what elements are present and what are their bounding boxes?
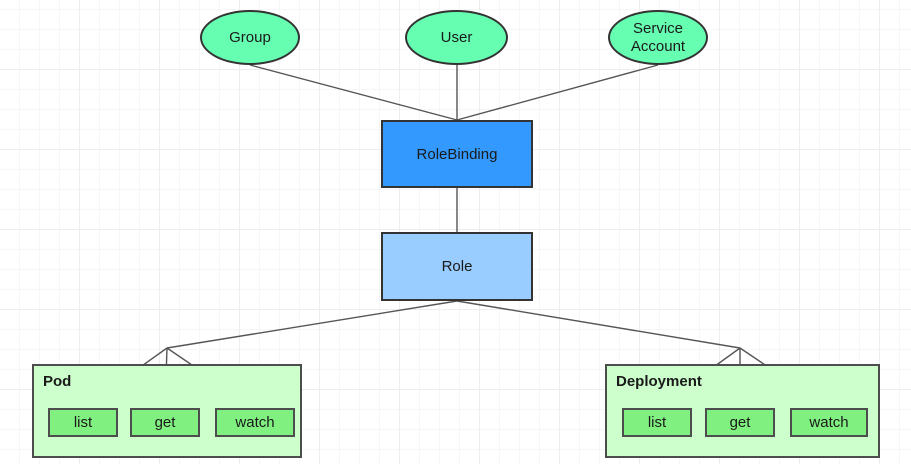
node-role-label: Role <box>441 258 473 275</box>
node-user-label: User <box>440 28 473 46</box>
resource-group-pod-label: Pod <box>43 373 72 390</box>
resource-group-deployment-label: Deployment <box>616 373 702 390</box>
verb-deployment-list[interactable]: list <box>622 408 692 437</box>
node-role[interactable]: Role <box>381 232 533 301</box>
node-group-label: Group <box>229 28 271 46</box>
verb-deployment-watch[interactable]: watch <box>790 408 868 437</box>
verb-pod-get-label: get <box>154 414 176 431</box>
node-service-account[interactable]: Service Account <box>608 10 708 65</box>
node-rolebinding-label: RoleBinding <box>416 145 498 163</box>
edge-role-to-deployment <box>456 300 741 349</box>
verb-deployment-get[interactable]: get <box>705 408 775 437</box>
node-rolebinding[interactable]: RoleBinding <box>381 120 533 188</box>
node-service-account-label: Service Account <box>630 20 686 55</box>
verb-pod-watch[interactable]: watch <box>215 408 295 437</box>
node-user[interactable]: User <box>405 10 508 65</box>
edge-role-to-pod <box>166 300 458 349</box>
node-group[interactable]: Group <box>200 10 300 65</box>
verb-pod-watch-label: watch <box>235 414 275 431</box>
verb-deployment-list-label: list <box>647 414 667 431</box>
verb-deployment-watch-label: watch <box>809 414 849 431</box>
verb-pod-list[interactable]: list <box>48 408 118 437</box>
edge-group-to-rolebinding <box>249 64 458 121</box>
verb-deployment-get-label: get <box>729 414 751 431</box>
verb-pod-get[interactable]: get <box>130 408 200 437</box>
verb-pod-list-label: list <box>73 414 93 431</box>
edge-serviceaccount-to-rolebinding <box>456 64 659 121</box>
